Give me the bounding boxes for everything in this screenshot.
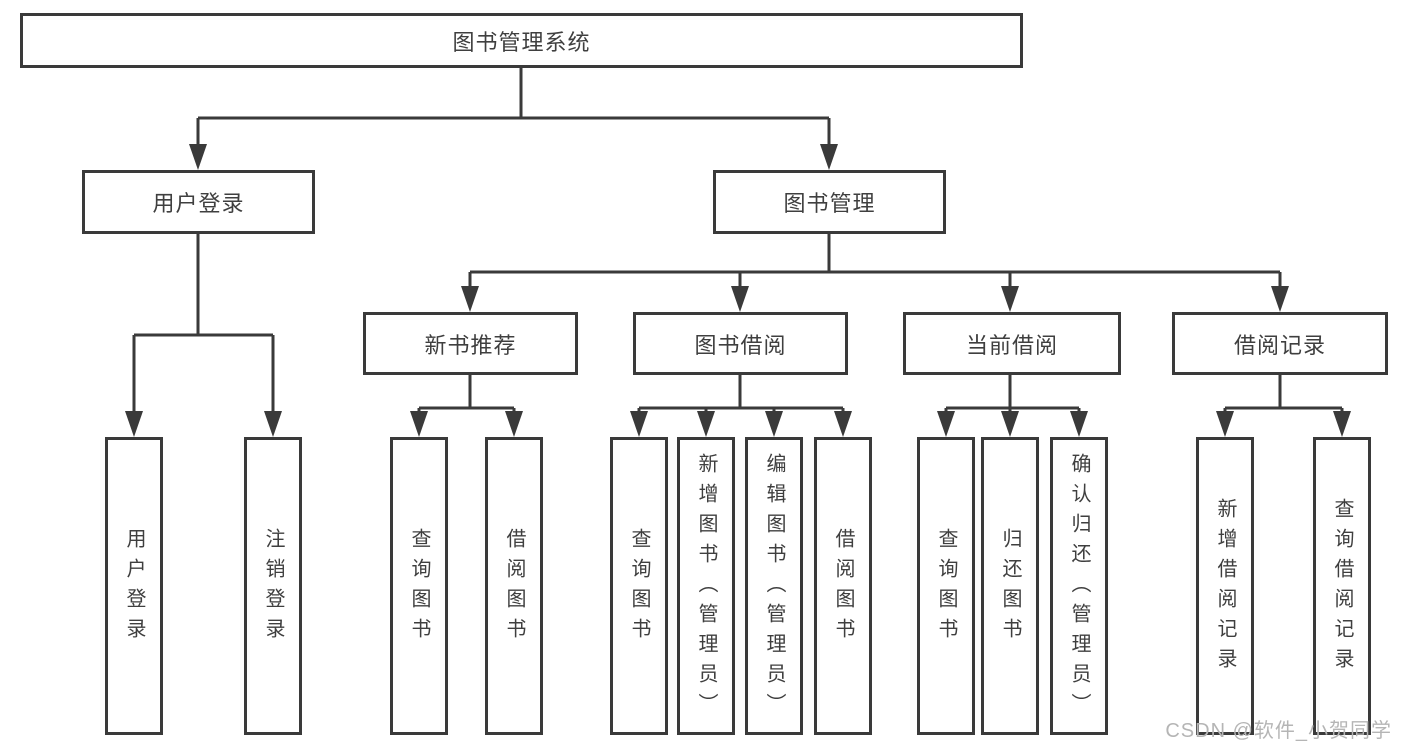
leaf-borrow-books-borrowing: 借阅图书 — [814, 437, 872, 735]
leaf-add-borrow-record: 新增借阅记录 — [1196, 437, 1254, 735]
leaf-return-books: 归还图书 — [981, 437, 1039, 735]
csdn-watermark: CSDN @软件_小贺同学 — [1165, 720, 1392, 742]
node-new-book-recommend: 新书推荐 — [363, 312, 578, 375]
node-book-management: 图书管理 — [713, 170, 946, 234]
node-root-library-system: 图书管理系统 — [20, 13, 1023, 68]
node-borrowing-records: 借阅记录 — [1172, 312, 1388, 375]
leaf-confirm-return-admin: 确认归还（管理员） — [1050, 437, 1108, 735]
leaf-query-books-current: 查询图书 — [917, 437, 975, 735]
leaf-query-books-recommend: 查询图书 — [390, 437, 448, 735]
node-user-login: 用户登录 — [82, 170, 315, 234]
leaf-user-login: 用户登录 — [105, 437, 163, 735]
node-book-borrowing: 图书借阅 — [633, 312, 848, 375]
leaf-borrow-books-recommend: 借阅图书 — [485, 437, 543, 735]
leaf-query-borrow-record: 查询借阅记录 — [1313, 437, 1371, 735]
leaf-logout-login: 注销登录 — [244, 437, 302, 735]
leaf-edit-book-admin: 编辑图书（管理员） — [745, 437, 803, 735]
node-current-borrowing: 当前借阅 — [903, 312, 1121, 375]
leaf-query-books-borrowing: 查询图书 — [610, 437, 668, 735]
leaf-add-book-admin: 新增图书（管理员） — [677, 437, 735, 735]
